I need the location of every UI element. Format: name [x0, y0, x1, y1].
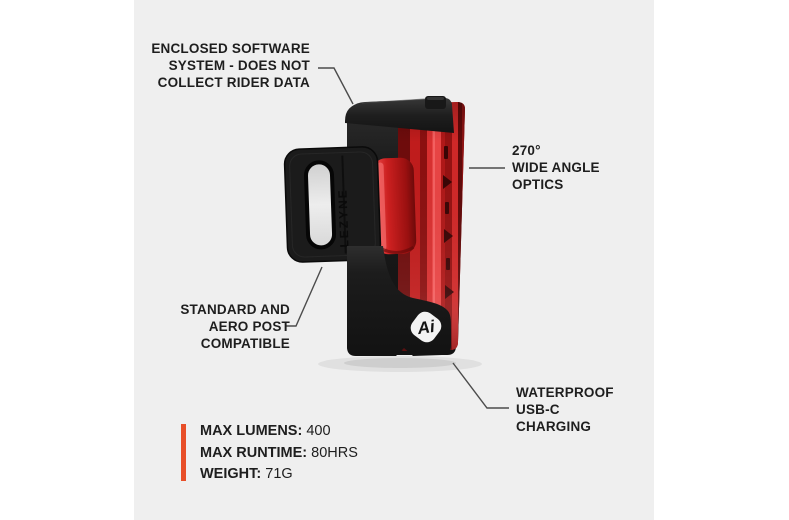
- callout-charging-line3: CHARGING: [516, 419, 592, 434]
- callout-software-line2: SYSTEM - DOES NOT: [168, 58, 310, 73]
- specs-accent-bar: [181, 424, 186, 481]
- spec-value-weight: 71G: [265, 466, 293, 483]
- spec-label-runtime: MAX RUNTIME:: [200, 444, 308, 461]
- callout-post-line1: STANDARD AND: [180, 302, 290, 317]
- callout-optics: 270° WIDE ANGLE OPTICS: [512, 142, 600, 193]
- spec-value-runtime: 80HRS: [311, 444, 358, 461]
- callout-charging-line1: WATERPROOF: [516, 385, 614, 400]
- callout-optics-line2: WIDE ANGLE: [512, 160, 600, 175]
- callout-charging: WATERPROOF USB-C CHARGING: [516, 384, 614, 435]
- spec-value-lumens: 400: [306, 423, 331, 439]
- callout-software: ENCLOSED SOFTWARE SYSTEM - DOES NOT COLL…: [140, 40, 310, 91]
- callout-software-line3: COLLECT RIDER DATA: [157, 75, 310, 90]
- spec-row-runtime: MAX RUNTIME: 80HRS: [200, 443, 358, 465]
- callout-software-line1: ENCLOSED SOFTWARE: [151, 41, 310, 56]
- callout-charging-line2: USB-C: [516, 402, 560, 417]
- spec-row-lumens: MAX LUMENS: 400: [200, 421, 358, 443]
- spec-row-weight: WEIGHT: 71G: [200, 464, 358, 486]
- callout-optics-line1: 270°: [512, 143, 541, 158]
- spec-label-weight: WEIGHT:: [200, 466, 262, 483]
- callout-optics-line3: OPTICS: [512, 177, 564, 192]
- spec-label-lumens: MAX LUMENS:: [200, 423, 303, 439]
- callout-post: STANDARD AND AERO POST COMPATIBLE: [150, 301, 290, 352]
- specs-block: MAX LUMENS: 400 MAX RUNTIME: 80HRS WEIGH…: [181, 421, 358, 486]
- callout-post-line3: COMPATIBLE: [200, 336, 290, 351]
- callout-post-line2: AERO POST: [208, 319, 290, 334]
